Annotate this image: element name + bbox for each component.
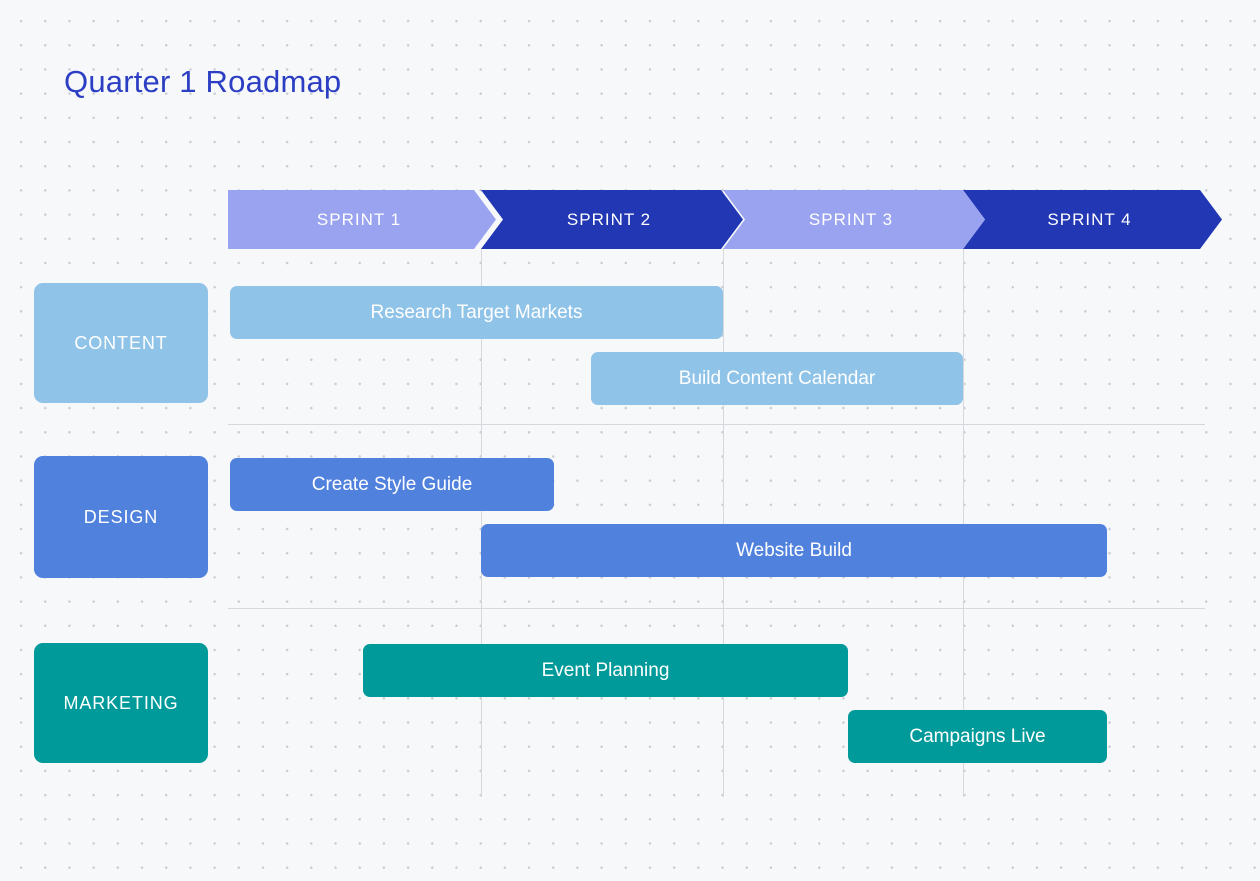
sprint-segment-3[interactable]: SPRINT 3: [723, 190, 985, 249]
lane-label-text: DESIGN: [83, 506, 159, 527]
task-bar-label: Website Build: [736, 539, 852, 561]
sprint-segment-4[interactable]: SPRINT 4: [963, 190, 1222, 249]
page-title: Quarter 1 Roadmap: [64, 64, 342, 99]
task-bar-label: Create Style Guide: [311, 473, 473, 495]
task-bar[interactable]: Research Target Markets: [230, 286, 723, 339]
task-bar[interactable]: Build Content Calendar: [591, 352, 963, 405]
sprint-timeline-header: SPRINT 1 SPRINT 2 SPRINT 3 SPRINT 4: [228, 190, 1222, 249]
sprint-label: SPRINT 2: [566, 209, 652, 229]
sprint-gridline-1: [481, 249, 482, 797]
sprint-segment-2[interactable]: SPRINT 2: [481, 190, 743, 249]
task-bar[interactable]: Website Build: [481, 524, 1107, 577]
sprint-label: SPRINT 4: [1047, 209, 1132, 229]
task-bar-label: Event Planning: [541, 659, 670, 681]
lane-label-text: MARKETING: [63, 692, 179, 713]
sprint-segment-1[interactable]: SPRINT 1: [228, 190, 496, 249]
lane-label-text: CONTENT: [74, 332, 168, 353]
task-bar[interactable]: Create Style Guide: [230, 458, 554, 511]
task-bar[interactable]: Event Planning: [363, 644, 848, 697]
lane-divider-1: [228, 424, 1205, 425]
task-bar-label: Research Target Markets: [370, 301, 583, 323]
task-bar[interactable]: Campaigns Live: [848, 710, 1107, 763]
sprint-gridline-3: [963, 249, 964, 797]
task-bar-label: Build Content Calendar: [678, 367, 876, 389]
task-bar-label: Campaigns Live: [909, 725, 1046, 747]
sprint-label: SPRINT 1: [316, 209, 402, 229]
lane-label-marketing[interactable]: MARKETING: [34, 643, 208, 763]
sprint-label: SPRINT 3: [808, 209, 894, 229]
lane-label-design[interactable]: DESIGN: [34, 456, 208, 578]
lane-label-content[interactable]: CONTENT: [34, 283, 208, 403]
lane-divider-2: [228, 608, 1205, 609]
sprint-gridline-2: [723, 249, 724, 797]
